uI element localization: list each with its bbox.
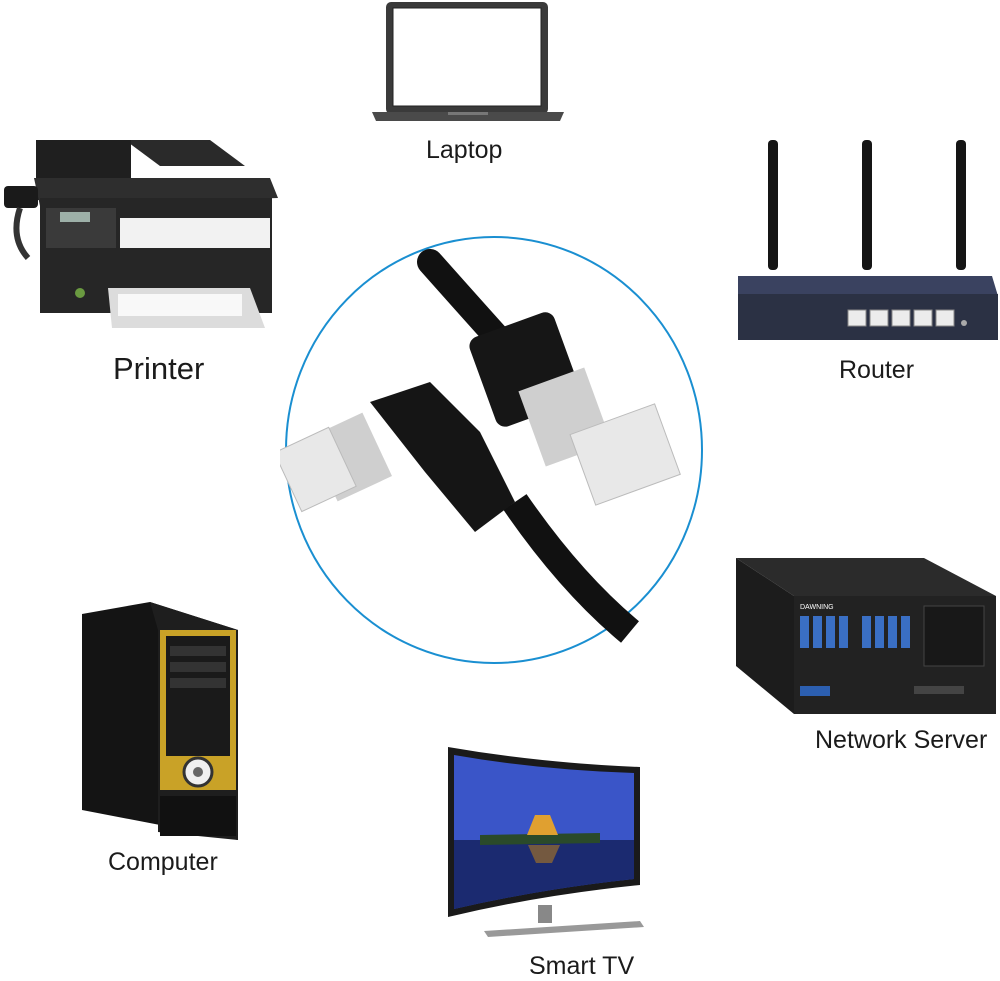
router-label: Router [839,356,915,384]
laptop-label: Laptop [426,136,503,164]
computer-label: Computer [108,848,218,876]
cable-circle [280,232,710,672]
smart-tv-image [440,745,645,940]
laptop-image [368,0,568,125]
smart-tv-label: Smart TV [529,952,635,980]
router-image [730,136,1000,346]
server-brand: DAWNING [800,604,834,611]
network-server-image: DAWNING [734,556,1000,716]
printer-image [0,138,282,333]
computer-image [80,600,242,842]
printer-label: Printer [113,351,205,386]
network-server-label: Network Server [815,726,988,754]
